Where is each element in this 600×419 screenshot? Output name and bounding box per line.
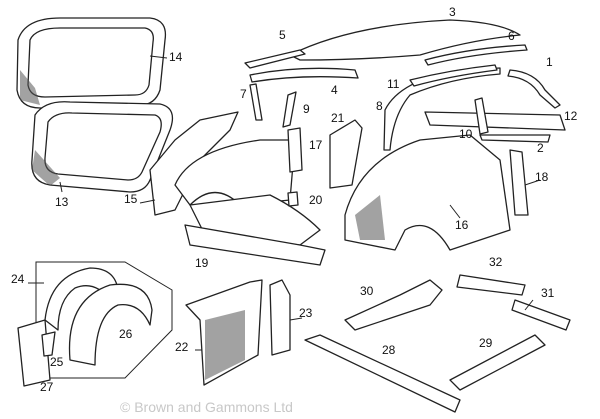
callout-13: 13 xyxy=(55,195,69,209)
callout-19: 19 xyxy=(195,256,209,270)
part-26-wheel-arch xyxy=(68,283,153,366)
part-10-pillar xyxy=(474,97,489,135)
callout-23: 23 xyxy=(299,306,313,320)
callout-16: 16 xyxy=(455,218,469,232)
callout-30: 30 xyxy=(360,284,374,298)
part-2-panel xyxy=(479,134,551,143)
part-front-wing xyxy=(174,139,296,206)
part-9-pillar xyxy=(282,91,297,128)
callout-25: 25 xyxy=(50,355,64,369)
callout-18: 18 xyxy=(535,170,549,184)
callout-5: 5 xyxy=(279,28,286,42)
part-32-crossmember xyxy=(456,274,526,296)
part-30-bracket xyxy=(344,279,443,331)
part-21-door-panel xyxy=(329,119,363,189)
callout-6: 6 xyxy=(508,29,515,43)
part-19-lower xyxy=(184,224,326,266)
part-16-rear-wing xyxy=(344,134,511,251)
callout-17: 17 xyxy=(309,138,323,152)
callout-1: 1 xyxy=(546,55,553,69)
callout-20: 20 xyxy=(309,193,323,207)
part-4-header xyxy=(249,67,359,83)
callout-26: 26 xyxy=(119,327,133,341)
callout-31: 31 xyxy=(541,286,555,300)
part-25-bracket xyxy=(41,331,56,357)
part-13-window-frame xyxy=(31,101,174,193)
leader-lines xyxy=(28,55,541,351)
part-3-roof xyxy=(289,19,521,61)
part-29-rail xyxy=(449,334,546,391)
part-5-rail xyxy=(244,49,306,69)
part-1-cantrail xyxy=(507,69,561,109)
part-14-rear-window-frame xyxy=(16,17,167,109)
part-12-rear-panel xyxy=(424,111,566,131)
callout-7: 7 xyxy=(240,87,247,101)
callout-32: 32 xyxy=(489,255,503,269)
part-23-panel xyxy=(269,279,291,356)
part-20-plate xyxy=(287,191,299,207)
part-7-pillar xyxy=(249,83,263,121)
callout-3: 3 xyxy=(449,5,456,19)
part-18-bracket xyxy=(509,149,529,216)
callout-14: 14 xyxy=(169,50,183,64)
callout-10: 10 xyxy=(459,127,473,141)
part-28-chassis-rail xyxy=(304,334,461,413)
callout-22: 22 xyxy=(175,340,189,354)
callout-9: 9 xyxy=(303,102,310,116)
part-31-member xyxy=(511,299,571,331)
callout-4: 4 xyxy=(331,83,338,97)
callout-27: 27 xyxy=(40,380,54,394)
part-6-rail xyxy=(424,44,528,66)
callout-21: 21 xyxy=(331,111,345,125)
callout-28: 28 xyxy=(382,343,396,357)
callout-2: 2 xyxy=(537,141,544,155)
part-11-rail xyxy=(409,64,498,87)
callout-8: 8 xyxy=(376,99,383,113)
part-17-bracket xyxy=(287,127,303,173)
callout-15: 15 xyxy=(124,192,138,206)
callout-24: 24 xyxy=(11,272,25,286)
callout-12: 12 xyxy=(564,109,578,123)
callout-29: 29 xyxy=(479,336,493,350)
callout-11: 11 xyxy=(387,77,400,91)
